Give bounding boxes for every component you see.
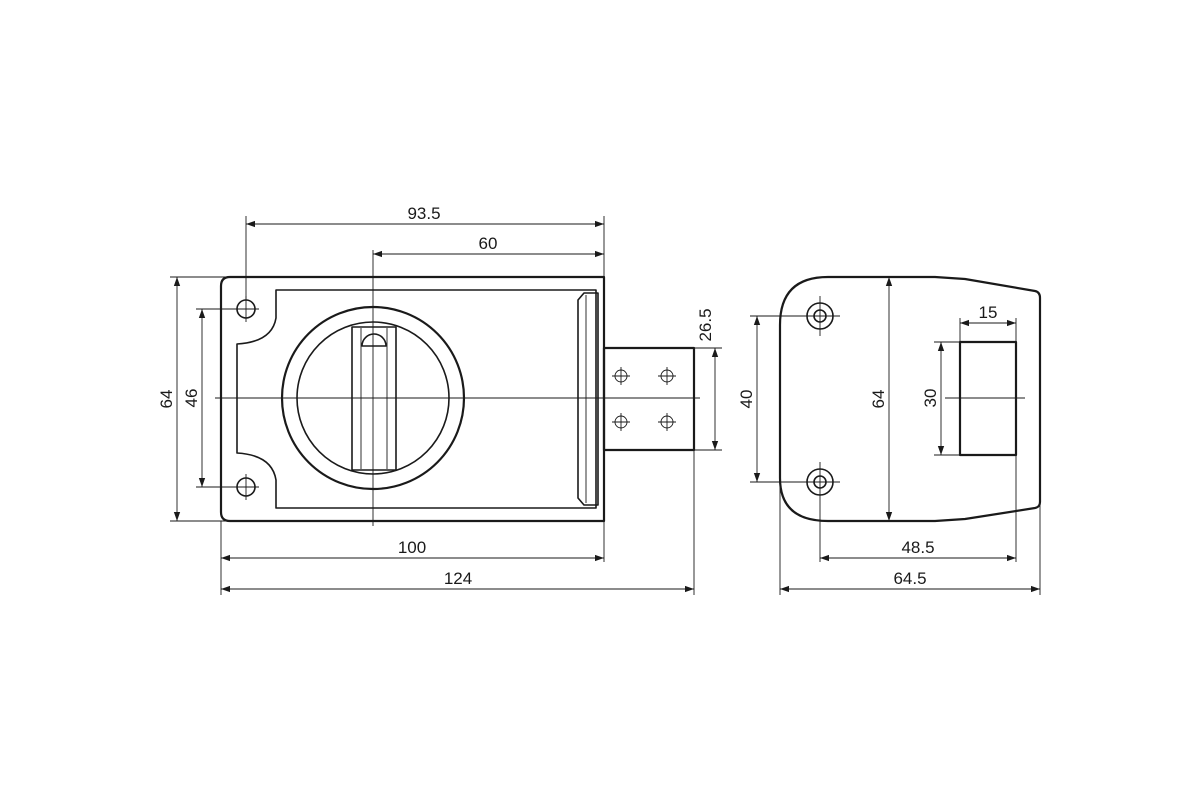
bolt: [602, 346, 696, 452]
front-side-rail: [577, 292, 599, 506]
bolt-screws: [612, 367, 676, 431]
front-view: 93.5 60 100 124 64 46 26.5: [157, 204, 722, 595]
dim-label-93-5: 93.5: [407, 204, 440, 223]
dim-label-26-5: 26.5: [696, 308, 715, 341]
side-body-outline: [778, 275, 1042, 523]
knob-indicator: [361, 333, 387, 347]
dim-label-100: 100: [398, 538, 426, 557]
dim-label-64-5: 64.5: [893, 569, 926, 588]
dim-label-48-5: 48.5: [901, 538, 934, 557]
dim-label-64-side: 64: [869, 390, 888, 409]
front-body-outline: [219, 275, 606, 523]
dim-label-40: 40: [737, 390, 756, 409]
dim-label-46: 46: [182, 389, 201, 408]
side-slot: [958, 340, 1018, 457]
side-view: 40 64 30 15 48.5 64.5: [737, 275, 1042, 595]
dim-label-60: 60: [479, 234, 498, 253]
knob-grip: [351, 326, 397, 471]
front-extension-lines: [170, 216, 722, 595]
front-inner-profile: [236, 289, 597, 509]
dim-label-30: 30: [921, 389, 940, 408]
dim-label-15: 15: [979, 303, 998, 322]
dim-label-124: 124: [444, 569, 472, 588]
dim-label-64-front: 64: [157, 390, 176, 409]
